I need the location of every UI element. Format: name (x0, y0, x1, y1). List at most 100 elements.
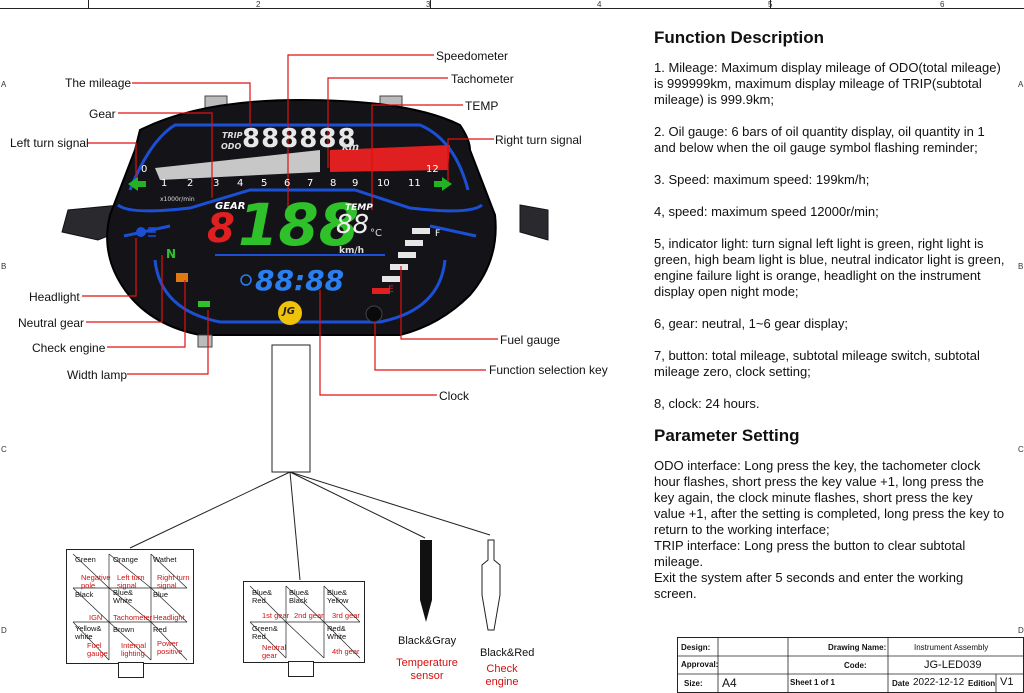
function-item: 6, gear: neutral, 1~6 gear display; (654, 316, 849, 331)
function-item: 1. Mileage: Maximum display mileage of O… (654, 60, 1001, 107)
speed-digits: 188 (238, 191, 360, 259)
callout-right-turn: Right turn signal (495, 133, 582, 147)
connector-main: Green Negative pole Orange Left turn sig… (66, 549, 194, 664)
grid-number: 5 (768, 0, 773, 9)
odo-label: ODO (221, 142, 242, 151)
size-value: A4 (722, 676, 737, 690)
pin-function: Neutral gear (262, 643, 287, 660)
callout-fuel-gauge: Fuel gauge (500, 333, 561, 347)
grid-tick (770, 0, 771, 8)
temp-label: TEMP (345, 203, 373, 213)
callout-temp: TEMP (465, 99, 499, 113)
tach-number: 5 (261, 178, 268, 189)
pin-label: Green& Red (252, 624, 278, 641)
edition-value: V1 (1000, 676, 1014, 688)
callout-tachometer: Tachometer (451, 72, 514, 86)
parameter-line: ODO interface: Long press the key, the t… (654, 458, 1005, 537)
temp-sensor-label: Temperature sensor (396, 657, 458, 682)
pin-label: Wathet (153, 555, 177, 564)
code-value: JG-LED039 (924, 659, 982, 671)
callout-neutral: Neutral gear (18, 316, 85, 330)
gear-label: GEAR (215, 201, 246, 212)
grid-number: 4 (597, 0, 602, 9)
pin-label: Red (153, 625, 167, 634)
function-description-title: Function Description (654, 28, 824, 47)
grid-number: 2 (256, 0, 261, 9)
approval-label: Approval: (681, 660, 719, 669)
design-label: Design: (681, 643, 711, 652)
connector-gear: Blue& Red 1st gear Blue& Black 2nd gear … (243, 581, 365, 663)
callout-gear: Gear (89, 107, 116, 121)
title-block-grid (678, 638, 1023, 692)
tach-number: 9 (352, 178, 359, 189)
pin-label: Red& White (327, 624, 347, 641)
tach-number: 1 (161, 178, 168, 189)
sheet-info: Sheet 1 of 1 (790, 678, 835, 687)
grid-tick (430, 0, 431, 8)
function-item: 2. Oil gauge: 6 bars of oil quantity dis… (654, 124, 985, 155)
date-label: Date (892, 679, 910, 688)
date-value: 2022-12-12 (913, 677, 965, 688)
pin-function: Headlight (153, 613, 185, 622)
clock-digits: 88:88 (255, 264, 345, 297)
temp-sensor-wire: Black&Gray (398, 635, 457, 647)
pin-label: Orange (113, 555, 139, 564)
tach-number: 2 (187, 178, 194, 189)
grid-letter: C (1, 445, 7, 454)
pin-function: 3rd gear (332, 611, 360, 620)
km-label: km (342, 142, 360, 153)
tach-number: 12 (426, 164, 439, 175)
grid-letter: A (1, 80, 7, 89)
pin-function: Fuel gauge (87, 641, 108, 658)
parameter-setting-title: Parameter Setting (654, 426, 800, 445)
function-item: 3. Speed: maximum speed: 199km/h; (654, 172, 870, 187)
connector-main-latch (118, 662, 144, 678)
grid-letter: D (1018, 626, 1024, 635)
fuel-empty-label: E (388, 285, 394, 295)
tach-unit: x1000r/min (160, 196, 195, 203)
code-label: Code: (844, 661, 867, 670)
odo-display: 888888 (242, 124, 357, 154)
callout-headlight: Headlight (29, 290, 80, 304)
function-item: 8, clock: 24 hours. (654, 396, 760, 411)
grid-letter: B (1018, 262, 1024, 271)
drawing-name-value: Instrument Assembly (914, 643, 989, 652)
engine-sensor-label: Check engine (485, 663, 519, 688)
tach-number: 0 (141, 164, 148, 175)
grid-letter: D (1, 626, 7, 635)
pin-function: Right turn signal (157, 573, 190, 590)
tach-number: 6 (284, 178, 291, 189)
edition-label: Edition (968, 679, 996, 688)
tach-number: 10 (377, 178, 390, 189)
pin-function: Internal lighting (121, 641, 147, 658)
pin-label: Blue& White (113, 588, 134, 605)
pin-function: 4th gear (332, 647, 360, 656)
drawing-frame-top (0, 0, 1024, 9)
callout-left-turn: Left turn signal (10, 136, 89, 150)
pin-function: Negative pole (81, 573, 111, 590)
gear-digit: 8 (207, 206, 235, 252)
grid-letter: A (1018, 80, 1024, 89)
engine-sensor-wire: Black&Red (480, 647, 535, 659)
grid-number: 6 (940, 0, 945, 9)
trip-label: TRIP (222, 131, 243, 140)
drawing-name-label: Drawing Name: (828, 643, 887, 652)
parameter-line: Exit the system after 5 seconds and ente… (654, 570, 964, 601)
description-panel: Function Description 1. Mileage: Maximum… (654, 24, 1006, 602)
connector-gear-grid (249, 585, 361, 659)
pin-label: Yellow& white (75, 624, 102, 641)
pin-function: 2nd gear (294, 611, 324, 620)
tach-number: 11 (408, 178, 421, 189)
pin-label: Green (75, 555, 96, 564)
callout-width-lamp: Width lamp (67, 368, 128, 382)
tach-number: 4 (237, 178, 244, 189)
pin-label: Blue& Red (252, 588, 273, 605)
callout-check-engine: Check engine (32, 341, 106, 355)
connector-gear-latch (288, 661, 314, 677)
grid-letter: C (1018, 445, 1024, 454)
function-item: 7, button: total mileage, subtotal milea… (654, 348, 980, 379)
callout-speedometer: Speedometer (436, 49, 509, 63)
connector-main-grid (72, 553, 188, 661)
grid-tick (88, 0, 89, 8)
title-block: Design: Approval: Size: A4 Drawing Name:… (677, 637, 1024, 693)
